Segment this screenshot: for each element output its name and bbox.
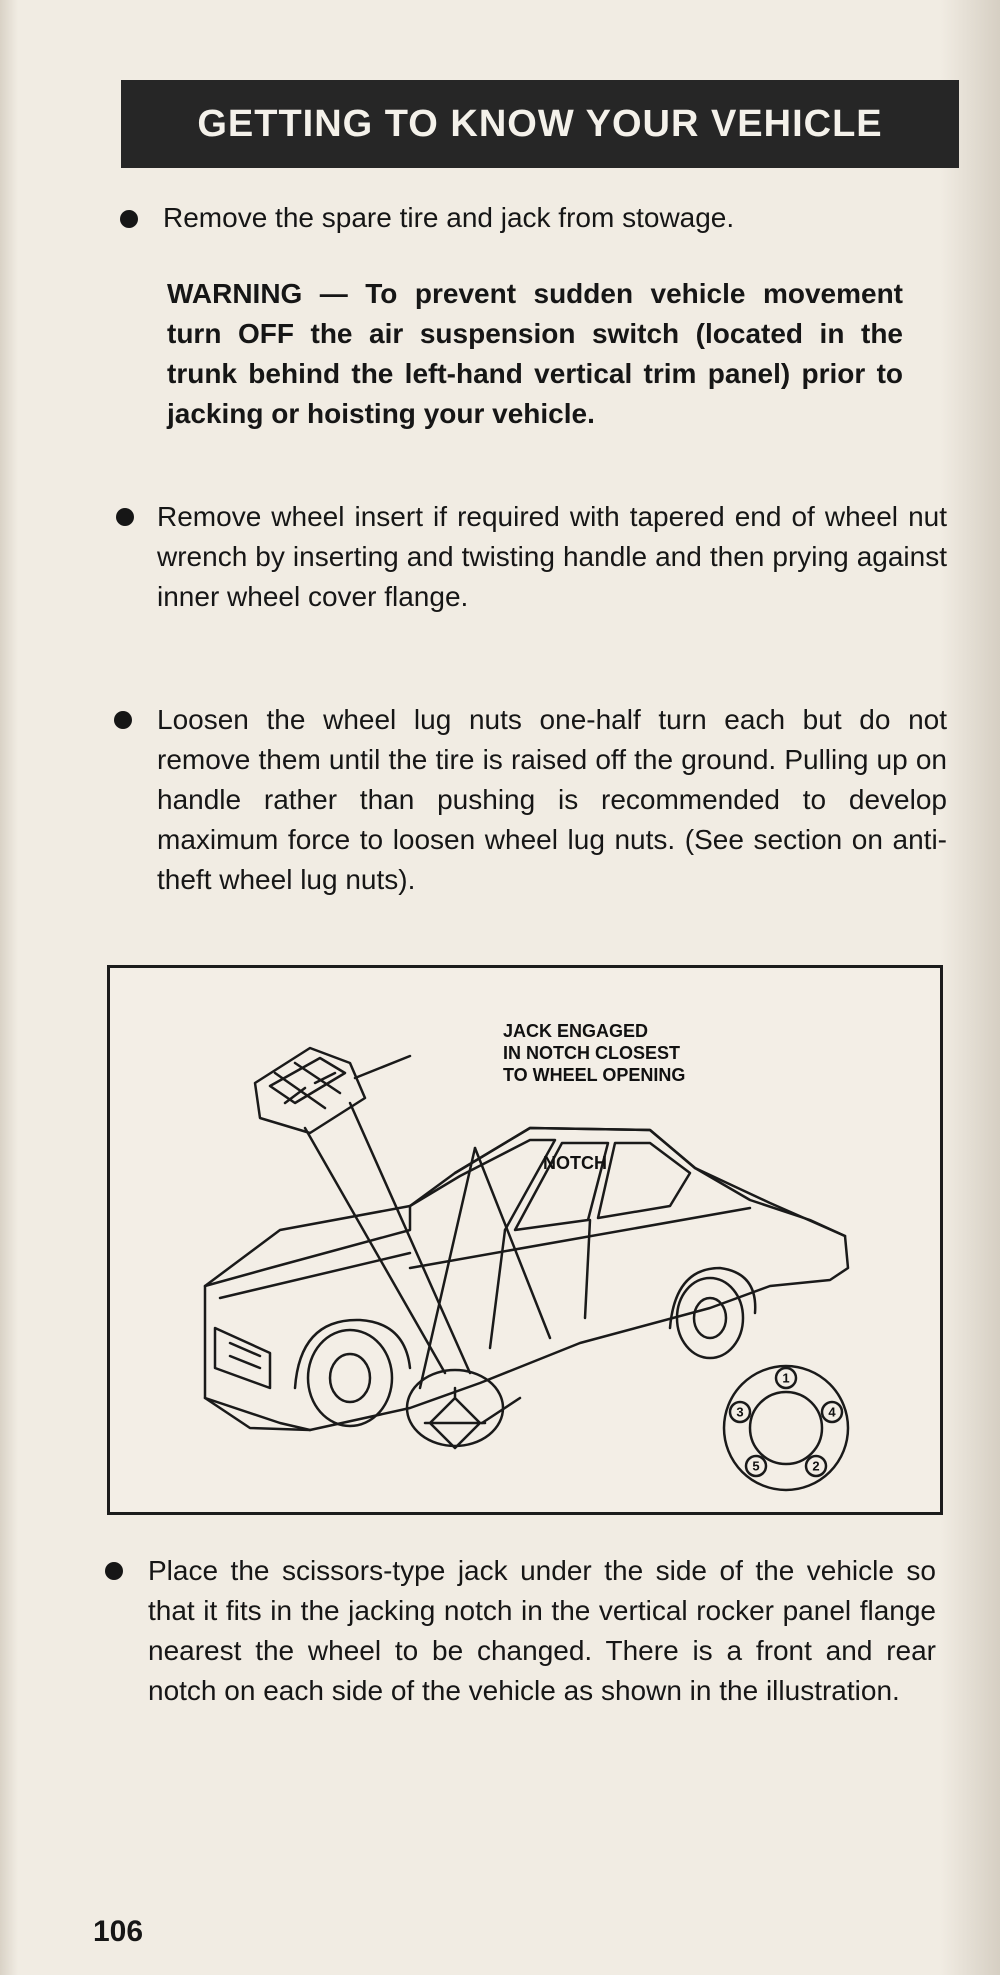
- bullet-item-remove-wheel-insert: Remove wheel insert if required with tap…: [157, 501, 947, 612]
- lug-pattern-inner: [748, 1390, 824, 1466]
- section-header: GETTING TO KNOW YOUR VEHICLE: [121, 80, 959, 168]
- leader-notch-front: [418, 1146, 477, 1390]
- label-jack-line-1: JACK ENGAGED: [503, 1021, 649, 1041]
- lug-number-4: 4: [828, 1405, 836, 1420]
- front-wheel: [306, 1328, 394, 1428]
- lug-number-3: 3: [736, 1405, 743, 1420]
- lug-nut-3: [728, 1400, 752, 1424]
- front-hub: [328, 1352, 372, 1404]
- car-belt-line: [408, 1206, 752, 1270]
- leader-inset-to-jack-2: [348, 1101, 472, 1375]
- bullet-dot: [116, 508, 134, 526]
- bullet-dot: [114, 711, 132, 729]
- car-headlight: [228, 1341, 262, 1370]
- car-door-line: [488, 1228, 507, 1350]
- notch-detail-inset: [253, 1046, 367, 1135]
- jacking-illustration: 1 4 2 5 3 JACK ENGAGED IN NOTCH CLOSEST …: [107, 965, 943, 1515]
- bullet-dot: [105, 1562, 123, 1580]
- page-edge-shadow-left: [0, 0, 18, 1975]
- car-bumper: [203, 1396, 312, 1432]
- car-hood-line: [218, 1251, 412, 1300]
- leader-jack-label: [353, 1054, 412, 1080]
- scissor-jack: [423, 1386, 487, 1450]
- front-wheel-arch: [293, 1318, 412, 1390]
- label-jack-line-3: TO WHEEL OPENING: [503, 1065, 686, 1085]
- car-jack-drawing: 1 4 2 5 3: [203, 1046, 850, 1492]
- jack-detail-circle: [405, 1368, 505, 1448]
- section-title: GETTING TO KNOW YOUR VEHICLE: [197, 102, 883, 145]
- rear-wheel-arch: [668, 1266, 757, 1330]
- car-side-window-front: [513, 1141, 610, 1232]
- lug-nut-4: [820, 1400, 844, 1424]
- rear-wheel: [675, 1276, 745, 1360]
- warning-text: WARNING — To prevent sudden vehicle move…: [167, 278, 903, 429]
- leader-inset-to-jack: [303, 1126, 447, 1375]
- leader-notch-rear: [473, 1146, 552, 1340]
- bullet-item-loosen-lug-nuts: Loosen the wheel lug nuts one-half turn …: [157, 704, 947, 895]
- label-jack-engaged: JACK ENGAGED IN NOTCH CLOSEST TO WHEEL O…: [503, 1020, 685, 1086]
- rear-hub: [692, 1296, 728, 1340]
- lug-number-1: 1: [782, 1371, 789, 1386]
- lug-number-2: 2: [812, 1459, 819, 1474]
- lug-number-5: 5: [752, 1459, 759, 1474]
- car-grille: [213, 1326, 272, 1390]
- car-windshield: [408, 1138, 557, 1232]
- lug-pattern-outer: [722, 1364, 850, 1492]
- lug-nut-2: [804, 1454, 828, 1478]
- label-notch: NOTCH: [543, 1153, 607, 1173]
- lug-nut-1: [774, 1366, 798, 1390]
- wrench-handle: [480, 1396, 522, 1425]
- lug-nut-5: [744, 1454, 768, 1478]
- car-door-line: [583, 1218, 592, 1320]
- bullet-item-place-jack: Place the scissors-type jack under the s…: [148, 1555, 936, 1706]
- bullet-dot: [120, 210, 138, 228]
- car-hood: [203, 1204, 412, 1288]
- bullet-item-remove-spare: Remove the spare tire and jack from stow…: [163, 202, 735, 233]
- label-jack-line-2: IN NOTCH CLOSEST: [503, 1043, 681, 1063]
- car-roof: [453, 1126, 697, 1175]
- car-trunk: [693, 1166, 847, 1238]
- notch-detail-flange: [273, 1061, 342, 1110]
- car-side-window-rear: [596, 1141, 692, 1220]
- page-edge-shadow-right: [940, 0, 1000, 1975]
- notch-detail-plate: [268, 1056, 347, 1105]
- page-number: 106: [93, 1915, 144, 1948]
